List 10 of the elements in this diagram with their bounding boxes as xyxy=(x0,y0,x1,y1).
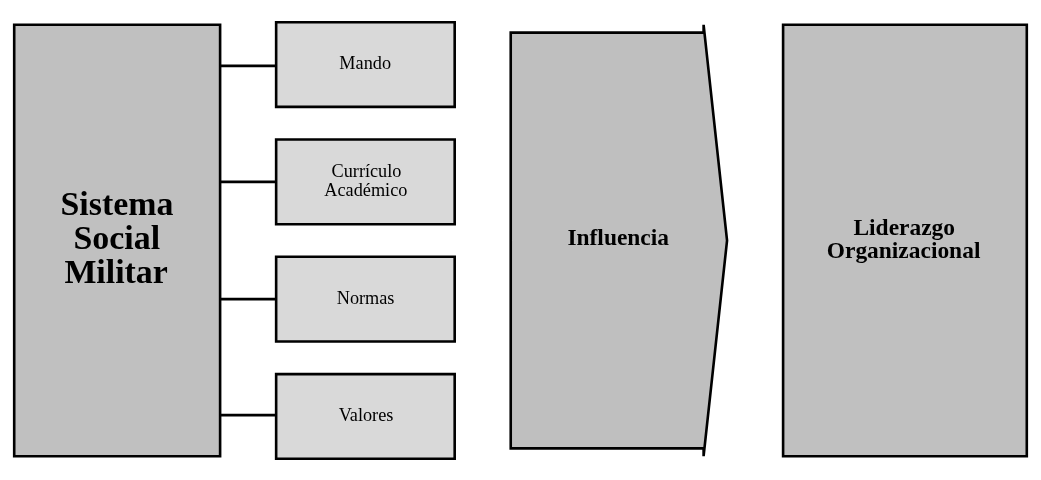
node-box: Currículo Académico xyxy=(274,137,456,225)
node-box: Valores xyxy=(274,372,456,460)
node-box: Mando xyxy=(274,20,456,108)
node-box: Normas xyxy=(274,255,456,343)
connector xyxy=(220,180,277,183)
connector xyxy=(220,64,277,67)
node-box: Liderazgo Organizacional xyxy=(781,23,1029,457)
connector xyxy=(220,413,277,416)
node-box: Sistema Social Militar xyxy=(12,23,222,457)
connector xyxy=(220,297,277,300)
